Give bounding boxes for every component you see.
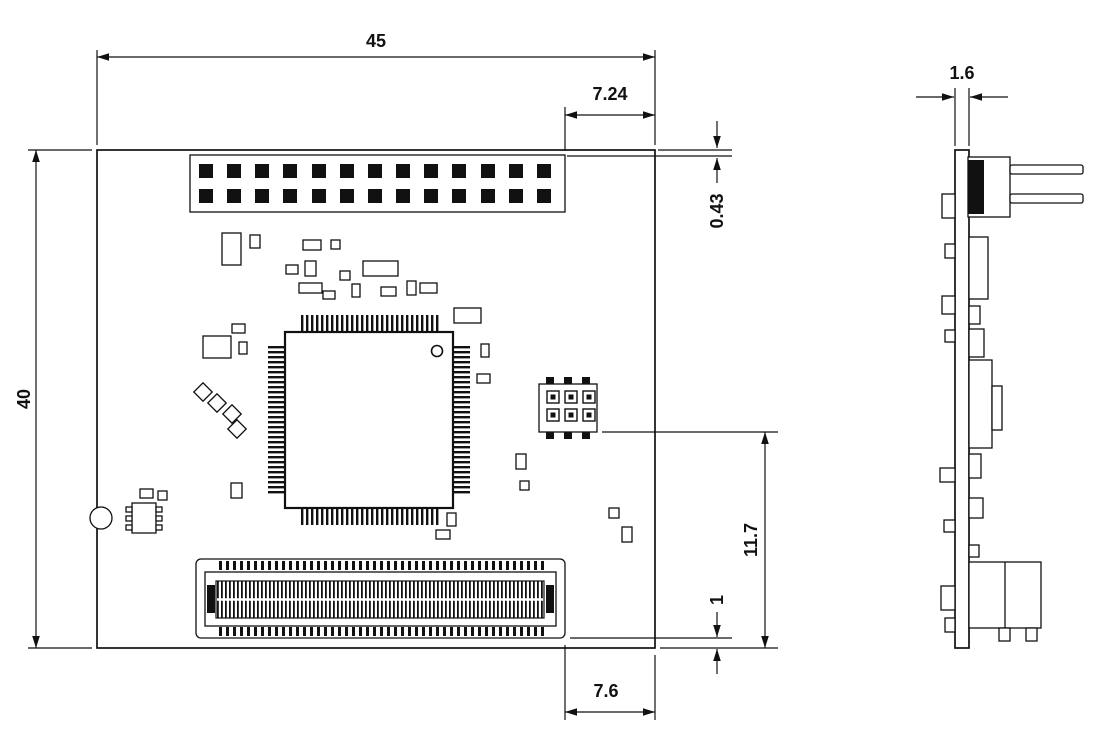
dim-header-top-gap: 0.43 xyxy=(567,121,732,229)
dim-connector-height: 11.7 xyxy=(602,431,778,649)
dim-connector-bottom-gap-label: 1 xyxy=(707,595,727,605)
side-components-back xyxy=(939,193,956,633)
dim-board-height: 40 xyxy=(14,149,92,649)
dim-header-right-offset: 7.24 xyxy=(564,84,655,151)
dim-header-top-gap-label: 0.43 xyxy=(707,193,727,228)
dim-board-thickness-label: 1.6 xyxy=(949,63,974,83)
passive-components xyxy=(139,232,633,543)
dim-connector-right-offset-label: 7.6 xyxy=(593,681,618,701)
side-view xyxy=(939,149,1084,649)
edge-led xyxy=(89,506,113,530)
dimensions: 45 7.24 0.43 40 11.7 xyxy=(14,31,1008,720)
dim-board-width-label: 45 xyxy=(366,31,386,51)
side-b2b-connector xyxy=(968,561,1042,642)
qfp-ic xyxy=(268,315,470,525)
top-view xyxy=(89,149,656,649)
board-side-outline xyxy=(954,149,970,649)
dim-board-width: 45 xyxy=(96,31,656,145)
side-pin-header xyxy=(967,156,1084,218)
qfp-body xyxy=(283,330,455,510)
dim-header-right-offset-label: 7.24 xyxy=(592,84,627,104)
dim-connector-height-label: 11.7 xyxy=(741,523,761,557)
dim-board-thickness: 1.6 xyxy=(916,63,1008,146)
pin-header-2x13 xyxy=(189,154,566,213)
dim-connector-right-offset: 7.6 xyxy=(564,645,656,720)
pin1-marker-icon xyxy=(430,344,444,358)
side-components-front xyxy=(968,236,1003,558)
dim-connector-bottom-gap: 1 xyxy=(570,595,732,674)
header-2x3 xyxy=(538,377,598,439)
small-ic xyxy=(125,502,163,534)
board-to-board-connector xyxy=(195,558,566,639)
dim-board-height-label: 40 xyxy=(14,389,34,409)
